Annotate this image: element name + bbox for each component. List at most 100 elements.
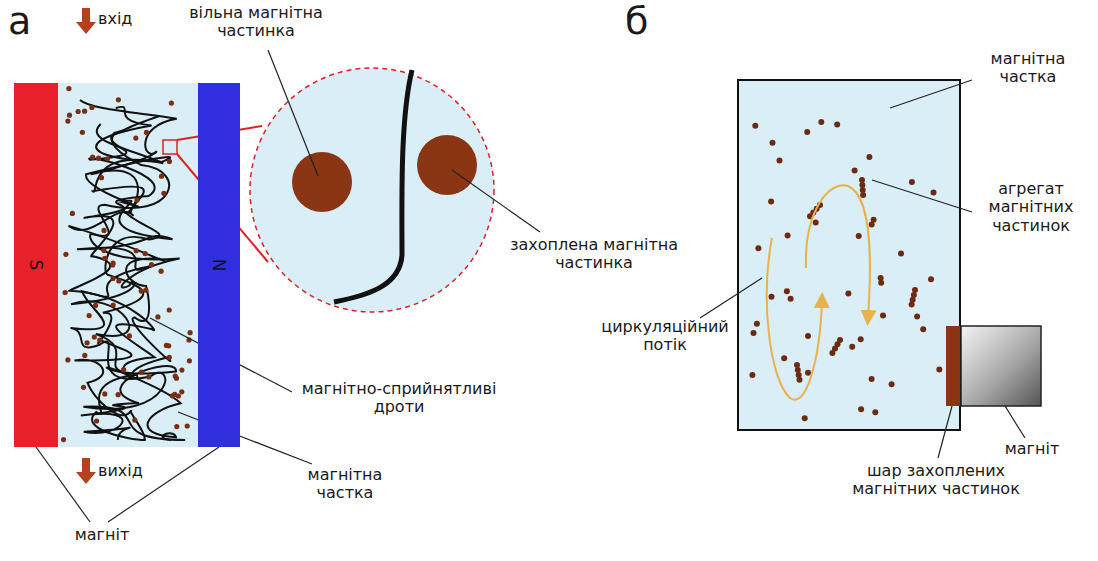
particle [869, 221, 875, 227]
particle [797, 377, 803, 383]
particle [914, 314, 920, 320]
callout-label: магнітна частка [972, 50, 1084, 87]
wire [70, 132, 155, 440]
particle [179, 389, 184, 394]
callout-label: шар захоплених магнітних частинок [846, 462, 1026, 499]
particle [856, 233, 862, 239]
particle [110, 262, 115, 267]
particle [81, 385, 86, 390]
particle [909, 302, 915, 308]
particle [785, 233, 791, 239]
leader-lines [700, 80, 1025, 458]
particle [63, 252, 68, 257]
particle [116, 97, 121, 102]
particle [834, 122, 840, 128]
magnet-pole-n: N [198, 83, 240, 447]
trapped-particle [417, 135, 477, 195]
particle [111, 303, 116, 308]
particle [872, 409, 878, 415]
particle [155, 314, 160, 319]
particle [749, 372, 755, 378]
callout-label: магніт [990, 440, 1074, 458]
particle [169, 101, 174, 106]
particle [936, 366, 942, 372]
particle [134, 197, 139, 202]
free-particle [292, 152, 352, 212]
particle [858, 406, 864, 412]
particle [866, 154, 872, 160]
zoom-box [163, 140, 177, 154]
particle [813, 220, 819, 226]
particle [818, 119, 824, 125]
particle [61, 437, 66, 442]
callout-label: магнітно-сприйнятливі дроти [292, 380, 506, 417]
particle [751, 330, 757, 336]
particle [755, 245, 761, 251]
particle [99, 175, 104, 180]
particle [101, 248, 106, 253]
particle [174, 376, 179, 381]
wire [71, 107, 186, 440]
particle [134, 248, 139, 253]
particle [66, 86, 71, 91]
trapped-layer [946, 326, 960, 406]
callout-label: вільна магнітна частинка [176, 4, 336, 41]
zoom-circle [250, 68, 494, 312]
outlet-arrow [76, 458, 96, 484]
particle [94, 418, 99, 423]
inlet-label: вхід [98, 10, 158, 28]
particle [769, 294, 775, 300]
particle [931, 190, 937, 196]
magnetic-wires [69, 100, 186, 440]
pole-letter: S [26, 260, 46, 271]
particle [878, 275, 884, 281]
particle [101, 228, 106, 233]
particle [161, 191, 166, 196]
particle [92, 334, 97, 339]
particle [167, 159, 172, 164]
particle [829, 350, 835, 356]
particle [93, 303, 98, 308]
particle [802, 415, 808, 421]
pole-letter: N [209, 259, 229, 272]
particle [97, 338, 102, 343]
fluid-channel [58, 83, 198, 447]
particle [85, 340, 90, 345]
particle [116, 392, 121, 397]
particle [889, 381, 895, 387]
particle [132, 418, 137, 423]
particle [777, 158, 783, 164]
particle [188, 330, 193, 335]
particle [116, 278, 121, 283]
particle [172, 392, 177, 397]
container [738, 80, 960, 430]
particle [82, 353, 87, 358]
particle [80, 130, 85, 135]
particle [869, 376, 875, 382]
particle [880, 313, 886, 319]
particle [76, 109, 81, 114]
particle [82, 109, 87, 114]
particle [928, 276, 934, 282]
particle [96, 156, 101, 161]
particle [143, 288, 148, 293]
particle [139, 370, 144, 375]
panel-letter: а [8, 2, 52, 40]
particle [185, 423, 190, 428]
callout-label: агрегат магнітних частинок [972, 180, 1090, 235]
particle [174, 424, 179, 429]
particle [166, 343, 171, 348]
particle [858, 336, 864, 342]
circulation-arrow [806, 185, 870, 318]
particle [860, 192, 866, 198]
particle [852, 168, 858, 174]
particle [849, 344, 855, 350]
particle [795, 367, 801, 373]
particle [770, 140, 776, 146]
particle [63, 290, 68, 295]
circulation-arrow [767, 238, 822, 400]
particle [920, 326, 926, 332]
particle [87, 313, 92, 318]
particle [102, 256, 107, 261]
particle [805, 370, 811, 376]
